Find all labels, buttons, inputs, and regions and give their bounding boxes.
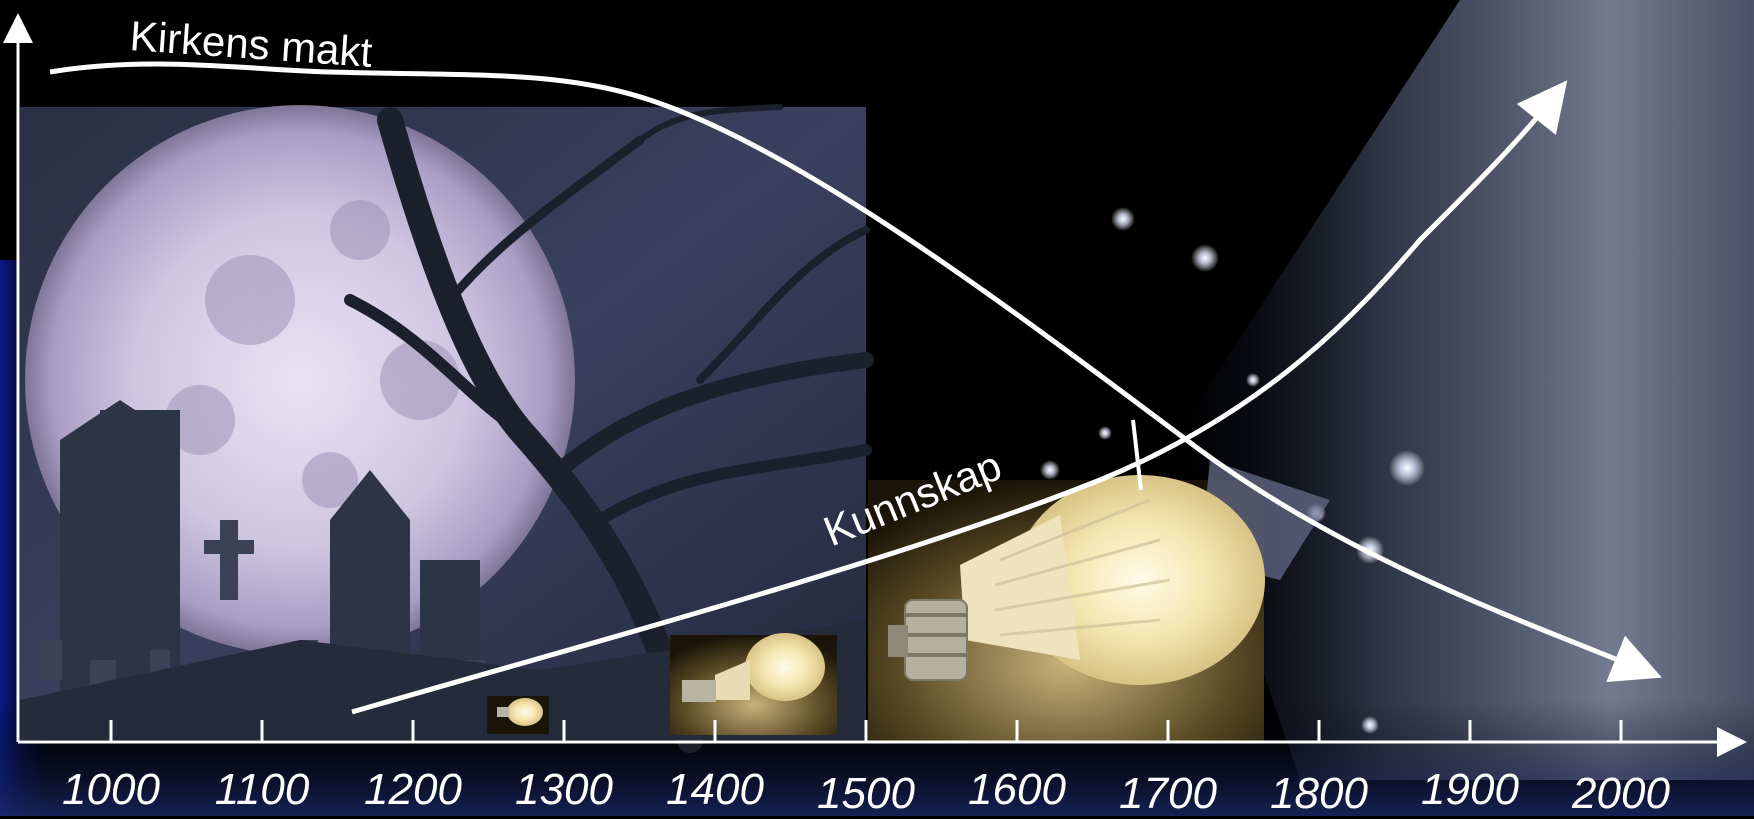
year-label: 1700: [1119, 769, 1217, 818]
knowledge-curve: [351, 80, 1568, 715]
light-bulb-medium-image: [670, 633, 837, 735]
year-label: 2000: [1572, 769, 1670, 818]
year-label: 1400: [666, 765, 764, 814]
tree: [344, 104, 874, 753]
year-label: 1300: [515, 765, 613, 814]
year-label: 1200: [364, 765, 462, 814]
church-power-curve: [49, 61, 1662, 682]
x-axis-ticks: [109, 720, 1623, 742]
light-beam: [1180, 0, 1754, 780]
light-bulb-large-image: [868, 419, 1330, 742]
year-label: 1800: [1270, 769, 1368, 818]
year-label: 1100: [214, 765, 310, 814]
year-label: 1500: [817, 769, 915, 818]
axes: [2, 13, 1747, 757]
light-bulb-small-image: [487, 696, 549, 734]
full-moon-graveyard-image: [20, 104, 874, 753]
year-label: 1900: [1421, 765, 1519, 814]
year-label: 1600: [968, 765, 1066, 814]
year-label: 1000: [62, 765, 160, 814]
